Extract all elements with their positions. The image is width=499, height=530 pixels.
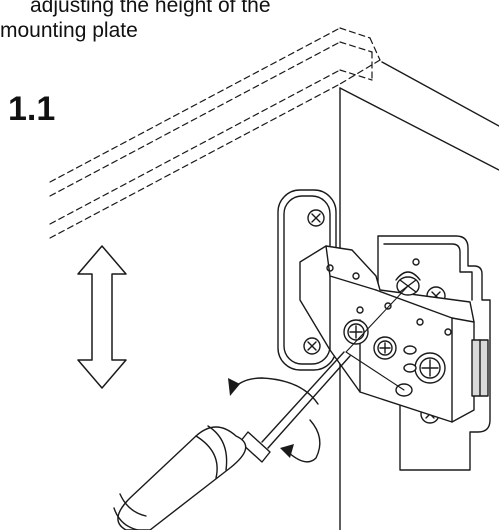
step-number: 1.1 (8, 90, 56, 128)
instruction-caption: adjusting the height of the mounting pla… (0, 0, 271, 43)
screwdriver-icon (113, 351, 351, 530)
caption-line-1: adjusting the height of the (30, 0, 271, 17)
vertical-double-arrow-icon (77, 245, 127, 389)
leader-lines (345, 285, 409, 391)
dashed-top-board (49, 27, 381, 239)
phillips-screw-icon (414, 352, 446, 384)
phillips-screw-icon (343, 319, 369, 345)
phillips-screw-icon (373, 336, 397, 360)
caption-line-2: mounting plate (0, 19, 138, 42)
